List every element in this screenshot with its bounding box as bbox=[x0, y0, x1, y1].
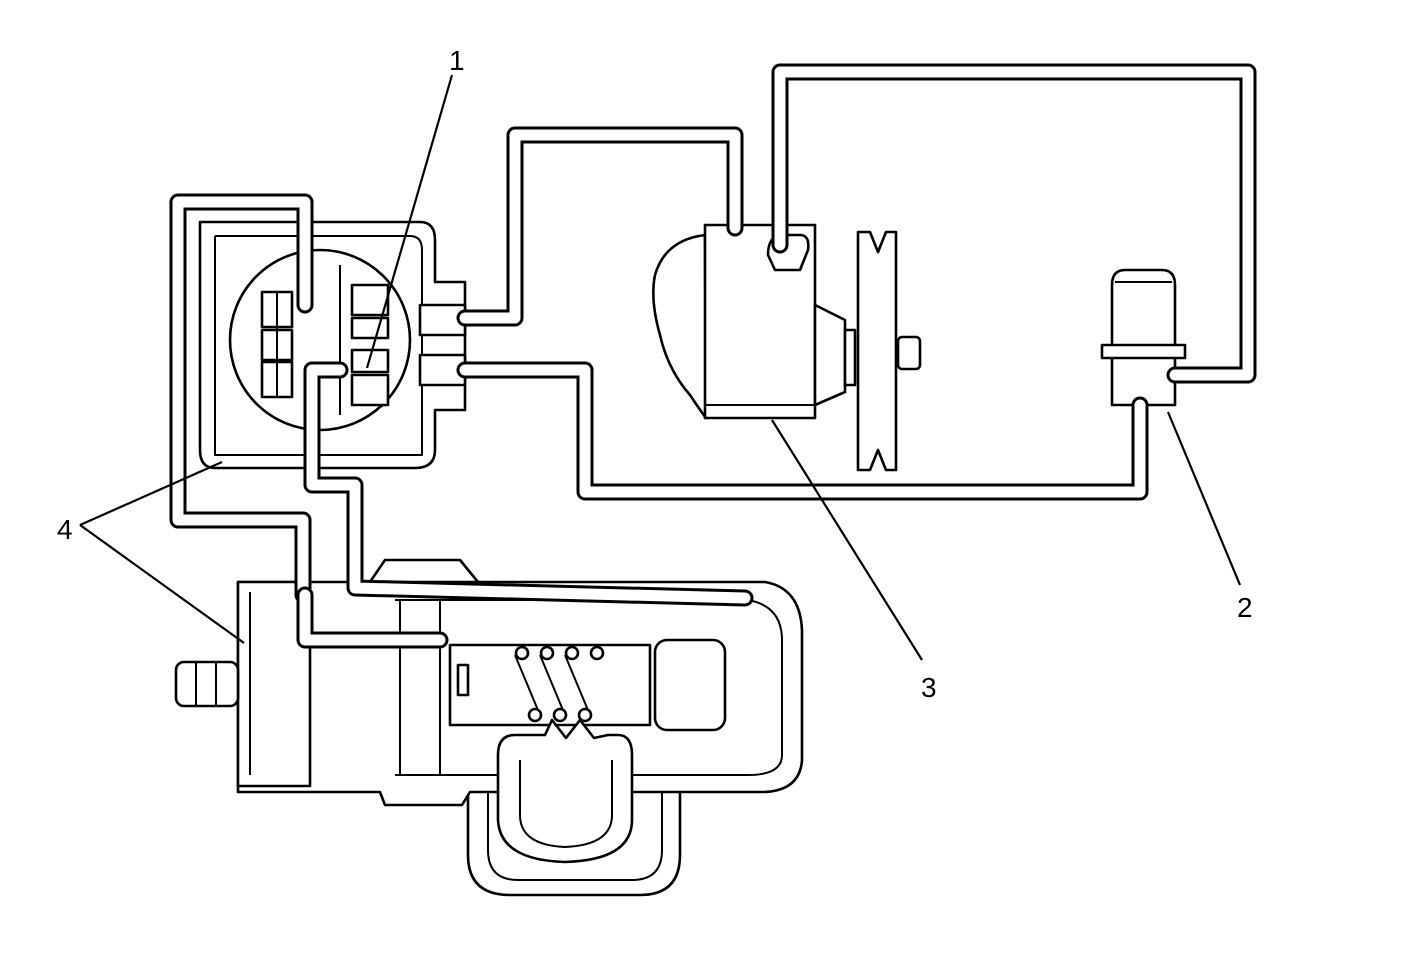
callout-3: 3 bbox=[921, 672, 937, 703]
leader-4b bbox=[79, 524, 245, 644]
callout-1: 1 bbox=[449, 45, 465, 76]
worm-coils bbox=[514, 645, 605, 723]
hoses bbox=[169, 63, 1257, 649]
leader-3 bbox=[771, 419, 923, 661]
leader-4a bbox=[79, 460, 223, 527]
fluid-reservoir bbox=[1100, 268, 1187, 407]
control-valve-housing bbox=[198, 220, 467, 470]
power-steering-pump bbox=[652, 223, 922, 472]
leader-1 bbox=[365, 74, 454, 369]
steering-gear bbox=[174, 558, 804, 897]
leader-2 bbox=[1166, 411, 1242, 586]
callout-leaders bbox=[79, 74, 1242, 661]
callout-4: 4 bbox=[57, 514, 73, 545]
callout-2: 2 bbox=[1237, 592, 1253, 623]
